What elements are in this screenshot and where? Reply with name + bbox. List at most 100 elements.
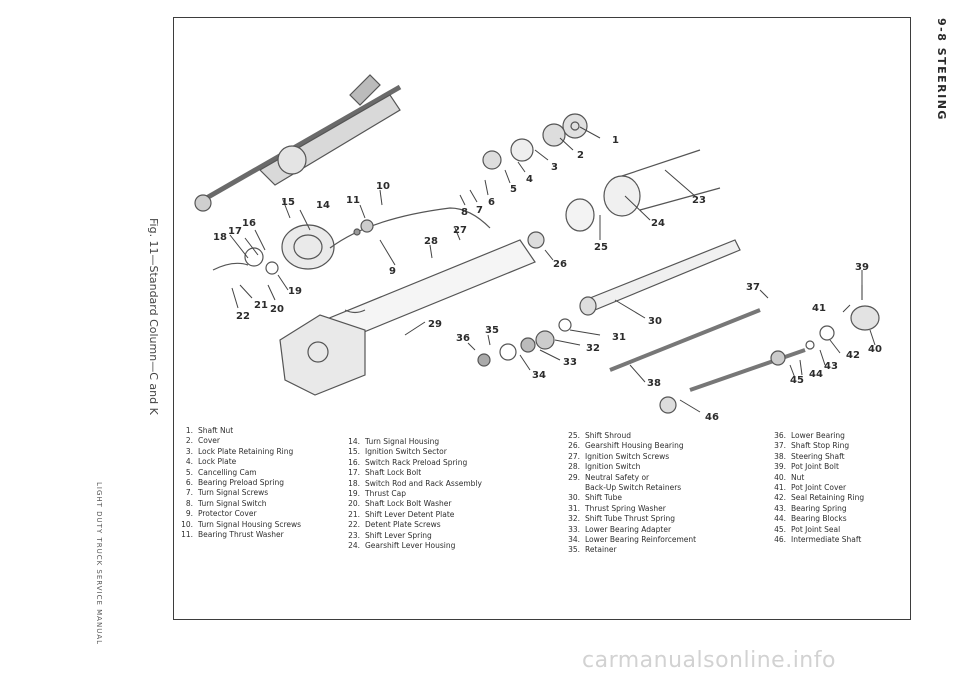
legend-number: 46.: [774, 535, 786, 545]
legend-number: 30.: [568, 493, 580, 503]
legend-label: Shaft Lock Bolt: [365, 468, 422, 478]
legend-item: 11.Bearing Thrust Washer: [175, 530, 301, 540]
legend-number: 16.: [348, 457, 360, 467]
legend-number: 24.: [348, 541, 360, 551]
callout-45: 45: [790, 375, 804, 386]
legend-item: 39.Pot Joint Bolt: [768, 462, 864, 472]
legend-item: 45.Pot Joint Seal: [768, 525, 864, 535]
legend-label: Back-Up Switch Retainers: [585, 483, 682, 493]
callout-23: 23: [692, 195, 706, 206]
figure-frame: [173, 17, 911, 620]
legend-item: 20.Shaft Lock Bolt Washer: [342, 499, 482, 509]
shift-tube: [477, 239, 741, 367]
callout-28: 28: [424, 236, 438, 247]
legend-label: Switch Rod and Rack Assembly: [365, 478, 482, 488]
legend-label: Pot Joint Cover: [791, 483, 847, 493]
legend-label: Turn Signal Housing: [365, 437, 440, 446]
legend-item: 42. Seal Retaining Ring: [768, 493, 864, 503]
legend-label: Neutral Safety or: [585, 472, 650, 482]
legend-item: 26. Gearshift Housing Bearing: [562, 441, 696, 451]
legend-item: 29.Neutral Safety or: [562, 473, 696, 483]
legend-number: 19.: [348, 489, 360, 499]
legend-number: 15.: [348, 447, 360, 457]
callout-22: 22: [236, 311, 250, 322]
legend-number: 41.: [774, 483, 786, 493]
callout-29: 29: [428, 319, 442, 330]
callout-43: 43: [824, 361, 838, 372]
legend-number: 40.: [774, 472, 786, 482]
legend-item: 44.Bearing Blocks: [768, 514, 864, 524]
legend-item: 30. Shift Tube: [562, 493, 696, 503]
legend-number: 26.: [568, 441, 580, 451]
legend-item: 40.Nut: [768, 473, 864, 483]
legend-item: 2.Cover: [175, 436, 301, 446]
legend-item: 33.Lower Bearing Adapter: [562, 525, 696, 535]
legend-item: 32.Shift Tube Thrust Spring: [562, 514, 696, 524]
gearshift-housing: [527, 149, 721, 249]
legend-label: Cover: [198, 436, 220, 446]
legend-number: 22.: [348, 520, 360, 530]
pot-joint: [805, 285, 880, 350]
legend-label: Turn Signal Housing Screws: [198, 519, 302, 529]
legend-number: 5.: [185, 467, 193, 477]
legend-number: [562, 483, 580, 493]
callout-19: 19: [288, 286, 302, 297]
legend-item: 25.Shift Shroud: [562, 431, 696, 441]
callout-5: 5: [510, 184, 517, 195]
callout-8: 8: [461, 207, 468, 218]
callout-3: 3: [551, 162, 558, 173]
legend-label: Switch Rack Preload Spring: [365, 457, 468, 467]
legend-number: 42.: [774, 493, 786, 503]
legend-number: 23.: [348, 530, 360, 540]
legend-item: 22.Detent Plate Screws: [342, 520, 482, 530]
legend-item: 43.Bearing Spring: [768, 504, 864, 514]
legend-label: Lower Bearing: [791, 431, 845, 440]
legend-item: 41. Pot Joint Cover: [768, 483, 864, 493]
legend-label: Shift Tube: [585, 493, 623, 503]
legend-label: Retainer: [585, 545, 617, 555]
legend-label: Shaft Stop Ring: [791, 441, 850, 451]
legend-number: 37.: [774, 441, 786, 451]
legend-number: 11.: [181, 530, 193, 540]
legend-number: 32.: [568, 514, 580, 524]
legend-item: 28.Ignition Switch: [562, 462, 696, 472]
legend-item: 4.Lock Plate: [175, 457, 301, 467]
legend-number: 21.: [348, 509, 360, 519]
column-jacket: [279, 239, 536, 396]
callout-16: 16: [242, 218, 256, 229]
legend-label: Gearshift Housing Bearing: [585, 441, 684, 451]
legend-item: 17.Shaft Lock Bolt: [342, 468, 482, 478]
legend-item: 18. Switch Rod and Rack Assembly: [342, 479, 482, 489]
legend-number: 44.: [774, 514, 786, 524]
legend-label: Shaft Nut: [198, 426, 234, 435]
callout-6: 6: [488, 197, 495, 208]
legend-item: 10.Turn Signal Housing Screws: [175, 520, 301, 530]
page-header: 9-8 STEERING: [935, 18, 948, 121]
legend-item: 35.Retainer: [562, 545, 696, 555]
callout-24: 24: [651, 218, 665, 229]
legend-number: 34.: [568, 535, 580, 545]
figure-caption: Fig. 11—Standard Column—C and K: [147, 218, 160, 415]
legend-item: 7. Turn Signal Screws: [175, 488, 301, 498]
legend-label: Shift Shroud: [585, 431, 631, 440]
callout-38: 38: [647, 378, 661, 389]
callout-40: 40: [868, 344, 882, 355]
legend-number: 7.: [185, 488, 193, 498]
legend-number: 18.: [348, 478, 360, 488]
legend-label: Lock Plate: [198, 457, 237, 467]
legend-number: 33.: [568, 524, 580, 534]
legend-item: 6.Bearing Preload Spring: [175, 478, 301, 488]
callout-20: 20: [270, 304, 284, 315]
legend-item: 3.Lock Plate Retaining Ring: [175, 447, 301, 457]
legend-label: Lock Plate Retaining Ring: [198, 446, 294, 456]
legend-label: Shaft Lock Bolt Washer: [365, 499, 452, 509]
callout-31: 31: [612, 332, 626, 343]
legend-label: Seal Retaining Ring: [791, 493, 865, 503]
legend-label: Turn Signal Screws: [198, 488, 269, 498]
legend-item: 15.Ignition Switch Sector: [342, 447, 482, 457]
callout-33: 33: [563, 357, 577, 368]
legend-label: Bearing Preload Spring: [198, 478, 284, 488]
legend-number: 1.: [185, 426, 193, 435]
legend-item: 37. Shaft Stop Ring: [768, 441, 864, 451]
